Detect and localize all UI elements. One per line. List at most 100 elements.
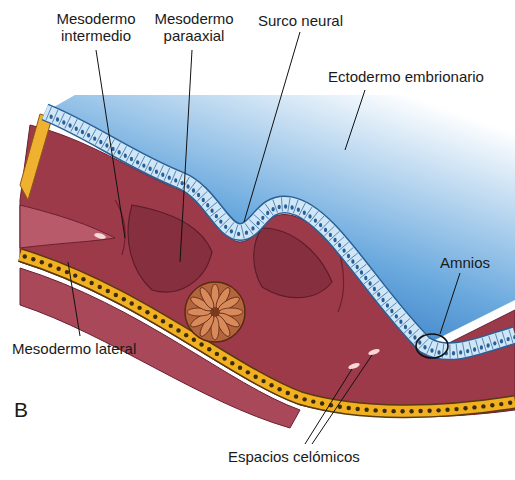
cell-wall [89, 129, 96, 141]
cell-nucleus [294, 394, 298, 398]
cell-wall [489, 336, 493, 349]
cell-nucleus [400, 409, 404, 413]
cell-nucleus [409, 330, 412, 334]
cell-nucleus [114, 293, 118, 297]
cell-wall [476, 340, 480, 353]
cell-nucleus [56, 266, 60, 270]
cell-nucleus [508, 401, 512, 405]
cell-nucleus [351, 259, 354, 263]
cell-nucleus [169, 324, 173, 328]
cell-nucleus [364, 276, 367, 280]
cell-nucleus [65, 270, 69, 274]
cell-nucleus [347, 254, 350, 258]
cell-nucleus [224, 225, 227, 229]
part-label: Mesodermo intermedio [50, 10, 142, 44]
part-label: Espacios celómicos [228, 448, 360, 465]
cell-nucleus [31, 257, 35, 261]
cell-wall [83, 126, 90, 138]
cell-wall [434, 343, 437, 357]
cell-nucleus [513, 335, 515, 339]
cell-nucleus [206, 203, 209, 207]
cell-nucleus [176, 328, 180, 332]
cell-nucleus [463, 406, 467, 410]
cell-wall [145, 159, 151, 172]
endoderm-outline [20, 255, 515, 411]
cell-wall [463, 343, 466, 357]
cell-nucleus [329, 233, 332, 237]
cell-nucleus [245, 230, 248, 234]
cell-wall [120, 146, 127, 158]
cell-nucleus [237, 232, 240, 236]
cell-wall [315, 216, 324, 226]
cell-nucleus [459, 350, 462, 354]
cell-wall [138, 156, 144, 168]
cell-wall [71, 119, 77, 131]
cell-nucleus [155, 170, 158, 174]
cell-nucleus [122, 297, 126, 301]
cell-nucleus [355, 407, 359, 411]
cell-nucleus [261, 216, 264, 220]
cell-nucleus [99, 140, 102, 144]
cell-nucleus [149, 167, 152, 171]
paraxial-mesoderm [254, 228, 332, 298]
cell-nucleus [473, 347, 476, 351]
cell-nucleus [454, 407, 458, 411]
cell-nucleus [192, 338, 196, 342]
cell-nucleus [81, 130, 84, 134]
cell-nucleus [423, 345, 426, 349]
cell-nucleus [197, 193, 200, 197]
cell-wall [188, 181, 196, 192]
cell-nucleus [184, 333, 188, 337]
part-label: Amnios [440, 254, 490, 271]
cell-nucleus [480, 345, 483, 349]
cell-nucleus [499, 402, 503, 406]
cell-nucleus [436, 408, 440, 412]
cell-nucleus [490, 403, 494, 407]
coelomic-space [348, 362, 361, 371]
notochord-cells [187, 284, 243, 340]
cell-nucleus [290, 205, 293, 209]
cell-nucleus [333, 238, 336, 242]
cell-nucleus [409, 409, 413, 413]
leader-line [440, 273, 460, 334]
leader-line [305, 369, 352, 444]
cell-nucleus [311, 399, 315, 403]
cell-nucleus [342, 248, 345, 252]
cell-nucleus [50, 115, 53, 119]
cell-nucleus [192, 188, 195, 192]
cell-wall [482, 338, 486, 351]
cell-nucleus [404, 325, 407, 329]
cell-nucleus [40, 260, 44, 264]
cell-nucleus [493, 341, 496, 345]
ectoderm-outline [45, 112, 515, 351]
cell-nucleus [124, 153, 127, 157]
cell-nucleus [386, 303, 389, 307]
notochord [185, 282, 245, 342]
ectoderm-layer [45, 112, 515, 351]
cell-nucleus [481, 404, 485, 408]
cell-wall [469, 342, 472, 356]
cell-nucleus [68, 123, 71, 127]
cell-nucleus [261, 379, 265, 383]
cell-nucleus [364, 408, 368, 412]
paraxial-mesoderm [128, 205, 212, 292]
cell-nucleus [98, 285, 102, 289]
cell-nucleus [62, 120, 65, 124]
cell-nucleus [452, 351, 455, 355]
cell-nucleus [174, 178, 177, 182]
cell-nucleus [297, 207, 300, 211]
cell-nucleus [472, 405, 476, 409]
cell-nucleus [314, 218, 317, 222]
cell-nucleus [381, 298, 384, 302]
cell-wall [126, 149, 133, 161]
cell-wall [95, 132, 102, 144]
leader-line [312, 355, 372, 444]
cell-wall [65, 116, 71, 129]
cell-nucleus [207, 347, 211, 351]
leader-line [96, 50, 125, 238]
ectoderm-cells [46, 107, 515, 358]
cell-nucleus [118, 150, 121, 154]
cell-nucleus [320, 401, 324, 405]
cell-nucleus [215, 214, 218, 218]
